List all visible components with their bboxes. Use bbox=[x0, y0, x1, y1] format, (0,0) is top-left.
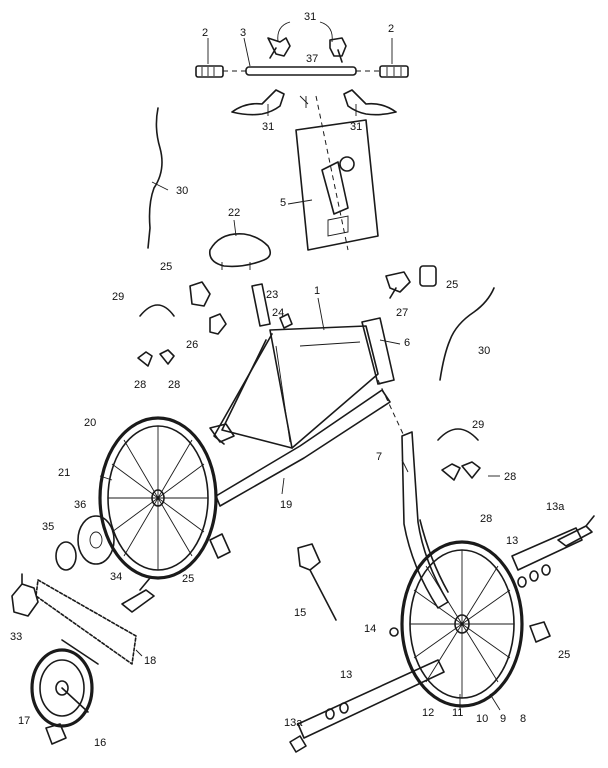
rear-sprocket-36 bbox=[77, 515, 115, 565]
callout-18: 18 bbox=[144, 655, 156, 667]
callout-13a-bottom: 13a bbox=[284, 717, 303, 729]
callout-27: 27 bbox=[396, 307, 408, 319]
callout-14: 14 bbox=[364, 623, 376, 635]
callout-9: 9 bbox=[500, 713, 506, 725]
top-shifter-left bbox=[267, 37, 291, 59]
reflector-25-upper bbox=[189, 281, 211, 307]
callout-30-right: 30 bbox=[478, 345, 490, 357]
brake-calipers-right bbox=[437, 428, 481, 481]
pedal-16 bbox=[45, 723, 67, 745]
right-brake-lever bbox=[343, 89, 397, 116]
callout-13a-top: 13a bbox=[546, 501, 565, 513]
reflector-25-lower bbox=[529, 621, 551, 643]
callout-7: 7 bbox=[376, 451, 382, 463]
chain-guard bbox=[215, 389, 391, 507]
callout-29-left: 29 bbox=[112, 291, 124, 303]
brake-cable-stop-26 bbox=[209, 313, 227, 335]
callout-13-bottom: 13 bbox=[340, 669, 352, 681]
seat-post bbox=[251, 283, 271, 327]
callout-2-right: 2 bbox=[388, 23, 394, 35]
callout-34: 34 bbox=[110, 571, 122, 583]
right-brake-cable bbox=[439, 287, 495, 381]
callout-19: 19 bbox=[280, 499, 292, 511]
callout-12: 12 bbox=[422, 707, 434, 719]
callout-36: 36 bbox=[74, 499, 86, 511]
freewheel-35 bbox=[55, 541, 77, 571]
callout-29-right: 29 bbox=[472, 419, 484, 431]
callout-31-top: 31 bbox=[304, 11, 316, 23]
callout-6: 6 bbox=[404, 337, 410, 349]
kickstand bbox=[297, 543, 337, 621]
fender-stay-13a-top bbox=[557, 515, 595, 547]
callout-28-d: 28 bbox=[480, 513, 492, 525]
callout-16: 16 bbox=[94, 737, 106, 749]
callout-3: 3 bbox=[240, 27, 246, 39]
callout-20: 20 bbox=[84, 417, 96, 429]
callout-31-left: 31 bbox=[262, 121, 274, 133]
callout-35: 35 bbox=[42, 521, 54, 533]
right-grip bbox=[379, 65, 409, 78]
callout-17: 17 bbox=[18, 715, 30, 727]
top-shifter-right bbox=[329, 37, 347, 63]
callout-37: 37 bbox=[306, 53, 318, 65]
front-wheel bbox=[400, 540, 524, 708]
front-fender-13 bbox=[511, 527, 583, 571]
callout-25-right: 25 bbox=[446, 279, 458, 291]
left-brake-cable bbox=[147, 107, 163, 249]
reflector-25-right bbox=[419, 265, 437, 287]
left-grip bbox=[195, 65, 224, 78]
callout-23: 23 bbox=[266, 289, 278, 301]
chainring-crank bbox=[30, 648, 94, 728]
callout-2-left: 2 bbox=[202, 27, 208, 39]
callout-15: 15 bbox=[294, 607, 306, 619]
seat-clamp-24 bbox=[279, 313, 293, 329]
callout-11: 11 bbox=[452, 707, 463, 719]
rear-derailleur bbox=[11, 573, 39, 617]
handlebar-assembly bbox=[195, 21, 409, 78]
callout-25-rear: 25 bbox=[182, 573, 194, 585]
callout-1: 1 bbox=[314, 285, 320, 297]
leader-lines bbox=[99, 37, 501, 711]
callout-22: 22 bbox=[228, 207, 240, 219]
callout-30-left: 30 bbox=[176, 185, 188, 197]
callout-21: 21 bbox=[58, 467, 70, 479]
rear-wheel bbox=[98, 416, 218, 580]
bicycle-frame bbox=[209, 317, 395, 449]
callout-25-upper: 25 bbox=[160, 261, 172, 273]
callout-8: 8 bbox=[520, 713, 526, 725]
fender-stay-13a-bottom bbox=[289, 735, 307, 753]
shift-lever-34 bbox=[121, 577, 155, 613]
rear-fender-13 bbox=[297, 659, 445, 739]
callout-28-c: 28 bbox=[504, 471, 516, 483]
callout-33: 33 bbox=[10, 631, 22, 643]
callout-13-right: 13 bbox=[506, 535, 518, 547]
callout-28-a: 28 bbox=[134, 379, 146, 391]
callout-31-right: 31 bbox=[350, 121, 362, 133]
brake-calipers-left bbox=[137, 304, 175, 367]
callout-24: 24 bbox=[272, 307, 284, 319]
instruction-sheet bbox=[295, 95, 379, 251]
reflector-25-rear bbox=[209, 533, 231, 559]
chain bbox=[35, 579, 137, 665]
callout-5: 5 bbox=[280, 197, 286, 209]
saddle bbox=[208, 233, 272, 268]
callout-25-lower: 25 bbox=[558, 649, 570, 661]
left-brake-lever bbox=[231, 89, 285, 116]
callout-10: 10 bbox=[476, 713, 488, 725]
callout-labels: 2 3 31 37 2 31 31 30 5 22 25 27 25 29 23… bbox=[10, 11, 570, 749]
bolt-14 bbox=[389, 627, 399, 637]
callout-26: 26 bbox=[186, 339, 198, 351]
callout-28-b: 28 bbox=[168, 379, 180, 391]
handlebar bbox=[245, 66, 357, 76]
bracket-27 bbox=[385, 271, 411, 299]
